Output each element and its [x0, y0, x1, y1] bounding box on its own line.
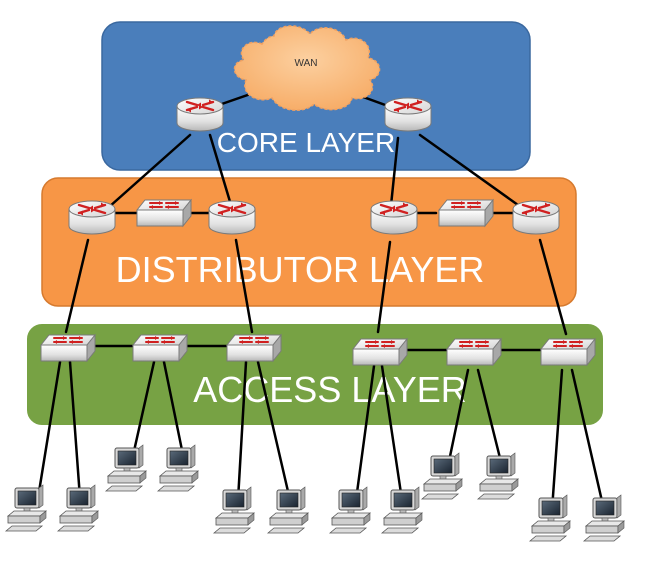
wan-label: WAN [295, 58, 318, 69]
dist-switch-2-icon [135, 198, 193, 228]
link-acc-4-host-8 [380, 364, 404, 502]
pc-host-12-icon [582, 494, 626, 542]
pc-host-11-icon [528, 494, 572, 542]
link-dist-3-acc-3 [234, 238, 254, 334]
access-layer-label: ACCESS LAYER [193, 369, 466, 410]
link-acc-2-host-3 [130, 360, 156, 462]
access-switch-1-icon [39, 333, 97, 363]
link-acc-5-host-10 [476, 368, 504, 468]
link-acc-1-host-1 [36, 360, 62, 500]
access-switch-6-icon [539, 337, 597, 367]
dist-router-3-icon [208, 200, 256, 235]
access-switch-5-icon [445, 337, 503, 367]
link-dist-4-acc-4 [376, 240, 392, 334]
link-core-left-dist-1 [98, 133, 192, 217]
core-router-left-icon [176, 97, 224, 132]
pc-host-5-icon [212, 486, 256, 534]
dist-router-1-icon [68, 200, 116, 235]
distribution-layer-label: DISTRIBUTOR LAYER [116, 249, 485, 290]
link-acc-4-host-7 [354, 364, 376, 502]
dist-router-4-icon [370, 200, 418, 235]
link-acc-1-host-2 [68, 360, 82, 500]
pc-host-6-icon [266, 486, 310, 534]
pc-host-7-icon [328, 486, 372, 534]
pc-host-3-icon [104, 444, 148, 492]
wan-cloud-icon: WAN [233, 25, 381, 111]
access-switch-2-icon [131, 333, 189, 363]
pc-host-8-icon [380, 486, 424, 534]
link-acc-6-host-12 [570, 368, 606, 512]
link-acc-2-host-4 [162, 360, 186, 462]
pc-host-2-icon [56, 484, 100, 532]
link-acc-3-host-5 [236, 360, 248, 502]
link-dist-1-acc-1 [64, 238, 90, 334]
pc-host-9-icon [420, 452, 464, 500]
link-core-right-dist-6 [418, 133, 534, 217]
dist-router-6-icon [512, 200, 560, 235]
core-router-right-icon [384, 97, 432, 132]
pc-host-4-icon [156, 444, 200, 492]
link-acc-3-host-6 [256, 360, 292, 502]
core-layer-label: CORE LAYER [217, 127, 395, 158]
dist-switch-5-icon [437, 198, 495, 228]
link-acc-5-host-9 [446, 368, 470, 468]
link-dist-6-acc-6 [538, 238, 568, 336]
pc-host-10-icon [476, 452, 520, 500]
link-acc-6-host-11 [550, 368, 564, 512]
pc-host-1-icon [4, 484, 48, 532]
access-switch-3-icon [225, 333, 283, 363]
devices-group [4, 97, 626, 542]
access-switch-4-icon [351, 337, 409, 367]
